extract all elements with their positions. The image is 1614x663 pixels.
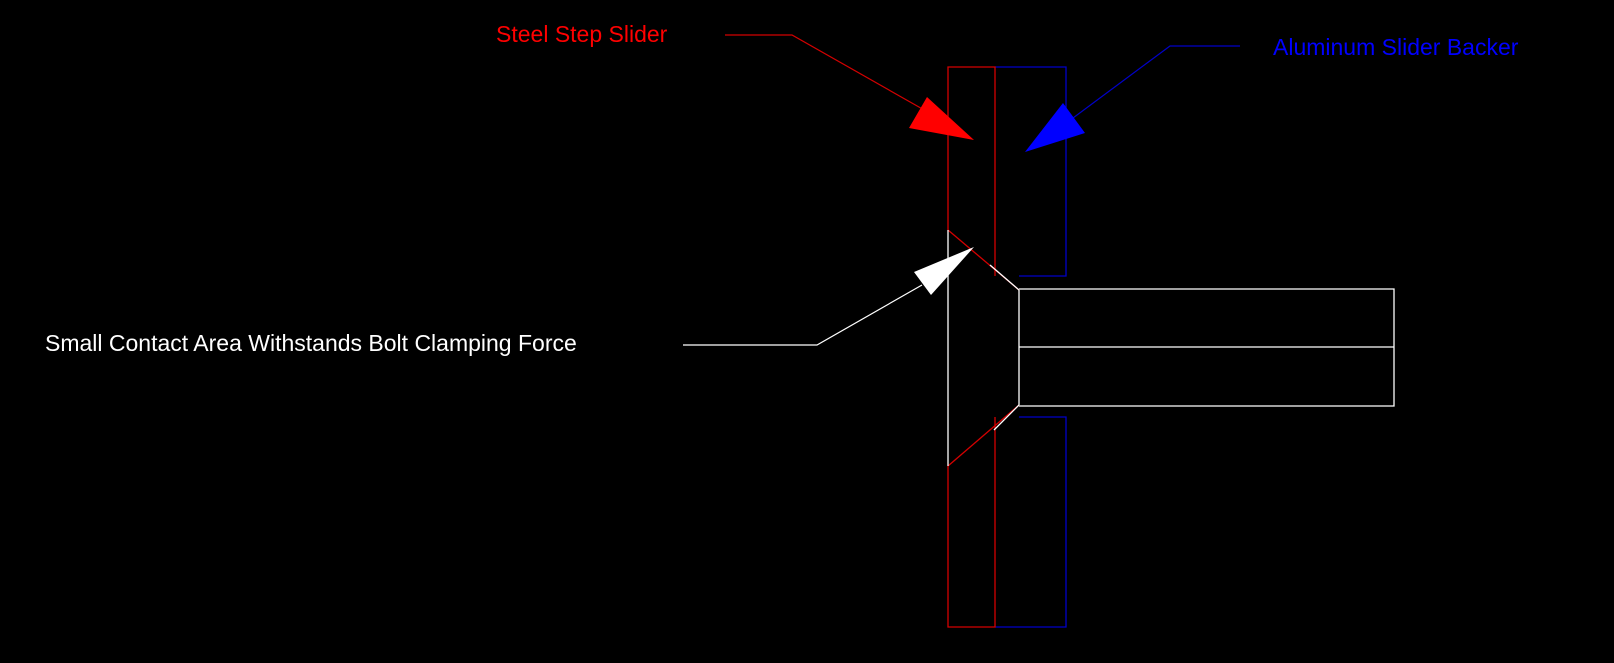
steel-slider-callout: Steel Step Slider [496, 21, 974, 140]
steel-leader-arrowhead [909, 97, 974, 140]
aluminum-backer-label: Aluminum Slider Backer [1273, 34, 1519, 60]
contact-area-label: Small Contact Area Withstands Bolt Clamp… [45, 330, 577, 356]
steel-leader-line [725, 34, 927, 112]
steel-slider-lower [947, 417, 996, 628]
bolt [947, 230, 1395, 466]
steel-slider-upper [947, 66, 996, 276]
aluminum-leader-line [1072, 45, 1240, 119]
aluminum-slider-backer [995, 66, 1067, 628]
aluminum-backer-callout: Aluminum Slider Backer [1025, 34, 1519, 152]
steel-step-slider [947, 66, 1020, 628]
aluminum-leader-arrowhead [1025, 103, 1085, 152]
contact-leader-arrowhead [914, 247, 974, 295]
steel-slider-label: Steel Step Slider [496, 21, 668, 47]
contact-area-callout: Small Contact Area Withstands Bolt Clamp… [45, 247, 974, 356]
contact-leader-line [683, 284, 923, 346]
aluminum-backer-upper [995, 66, 1067, 277]
bolt-countersink-upper [989, 264, 1020, 291]
bolt-countersink-lower [993, 404, 1020, 431]
aluminum-backer-lower [995, 416, 1067, 628]
steel-countersink-edge-lower [947, 404, 1020, 467]
